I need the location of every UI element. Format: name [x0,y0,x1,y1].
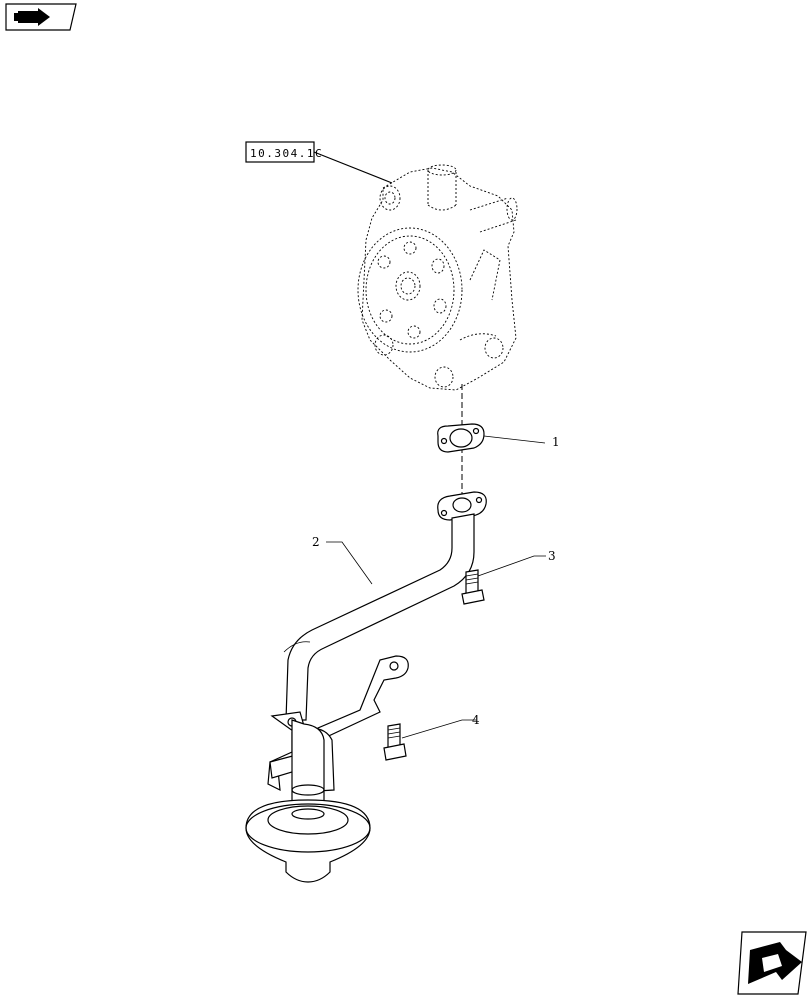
svg-text:10.304.1C: 10.304.1C [250,147,323,160]
bolt-3[interactable] [461,569,485,605]
callout-1: 1 [552,435,560,449]
callout-2-leader [326,541,373,585]
callout-4: 4 [472,713,480,727]
callout-1-leader [483,435,546,444]
callout-3-leader [477,555,546,577]
book-arrow-icon[interactable] [5,3,77,31]
gasket[interactable] [437,423,485,453]
callout-4-leader [401,719,476,739]
callout-2: 2 [312,535,320,549]
next-page-arrow-icon[interactable] [737,931,807,995]
suction-pipe[interactable] [245,491,487,883]
pump-housing [357,164,518,391]
callout-3: 3 [548,549,556,563]
reference-label[interactable]: 10.304.1C [245,141,323,163]
reference-leader [313,151,393,184]
bolt-4[interactable] [383,723,407,761]
